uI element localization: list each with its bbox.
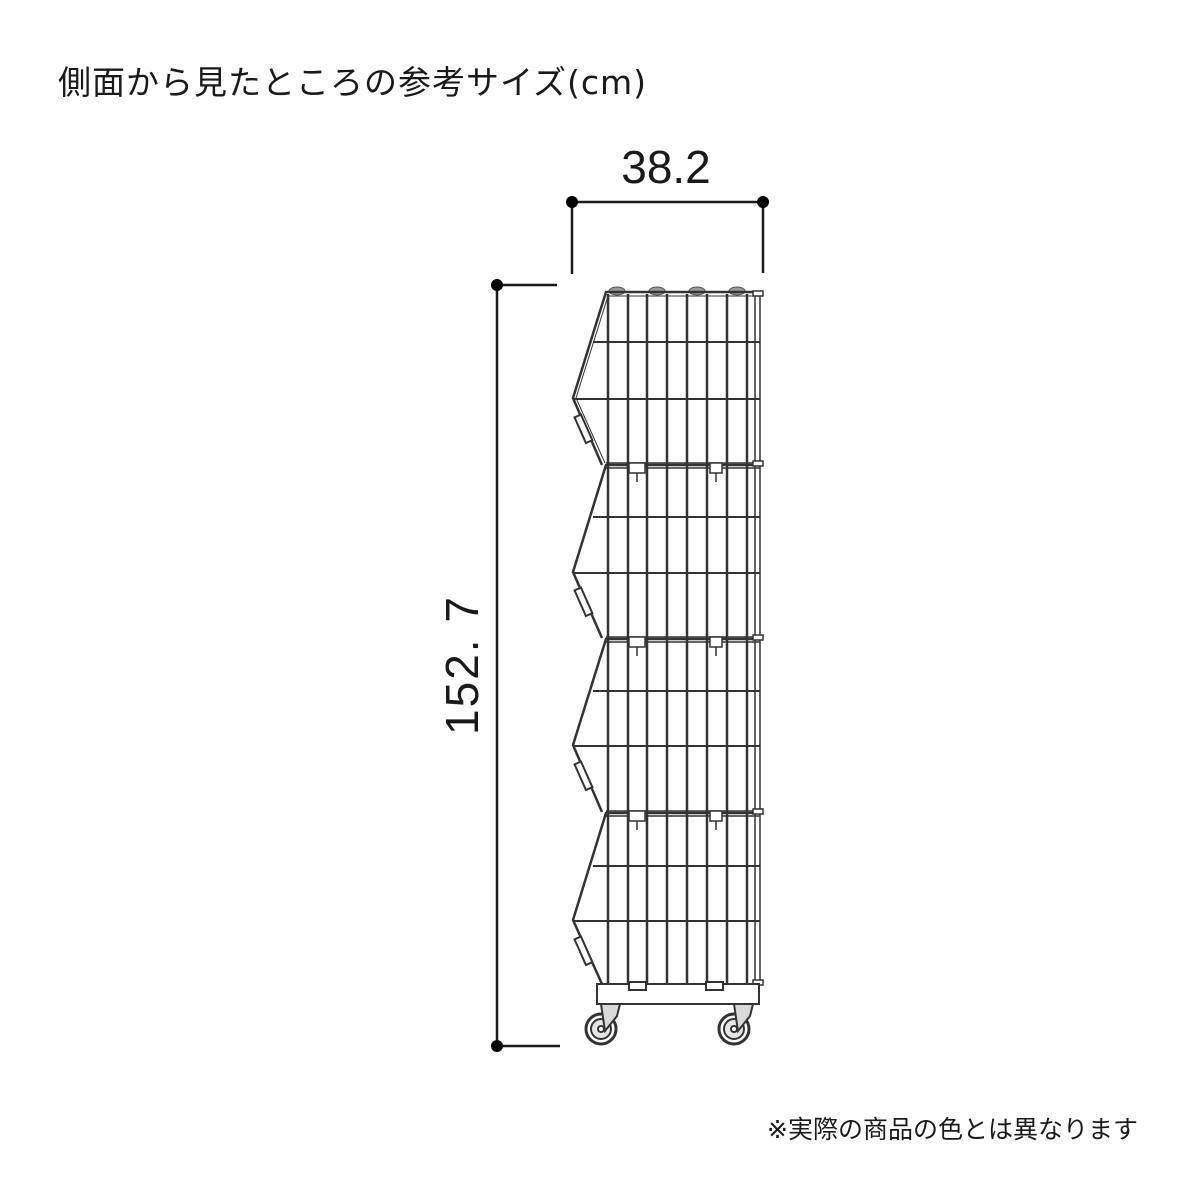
basket-tier-3 [571,637,760,813]
wire-basket-stack [571,286,764,986]
right-post [752,290,764,986]
dimension-endpoint-dot [491,279,503,291]
caster-wheel-right [717,1003,755,1046]
dimension-endpoint-dot [566,196,578,208]
width-dimension-label: 38.2 [621,141,711,193]
width-dimension-line [566,196,769,274]
basket-tier-1 [571,290,760,466]
height-dimension-line [491,279,560,1052]
caster-wheel-left [584,1003,622,1046]
dimension-endpoint-dot [757,196,769,208]
tier-clips [628,462,723,830]
color-disclaimer-note: ※実際の商品の色とは異なります [767,1115,1138,1144]
dimension-endpoint-dot [491,1040,503,1052]
vertical-wires [606,294,749,986]
diagram-title: 側面から見たところの参考サイズ(cm) [58,63,648,102]
cart-base [596,981,760,1005]
